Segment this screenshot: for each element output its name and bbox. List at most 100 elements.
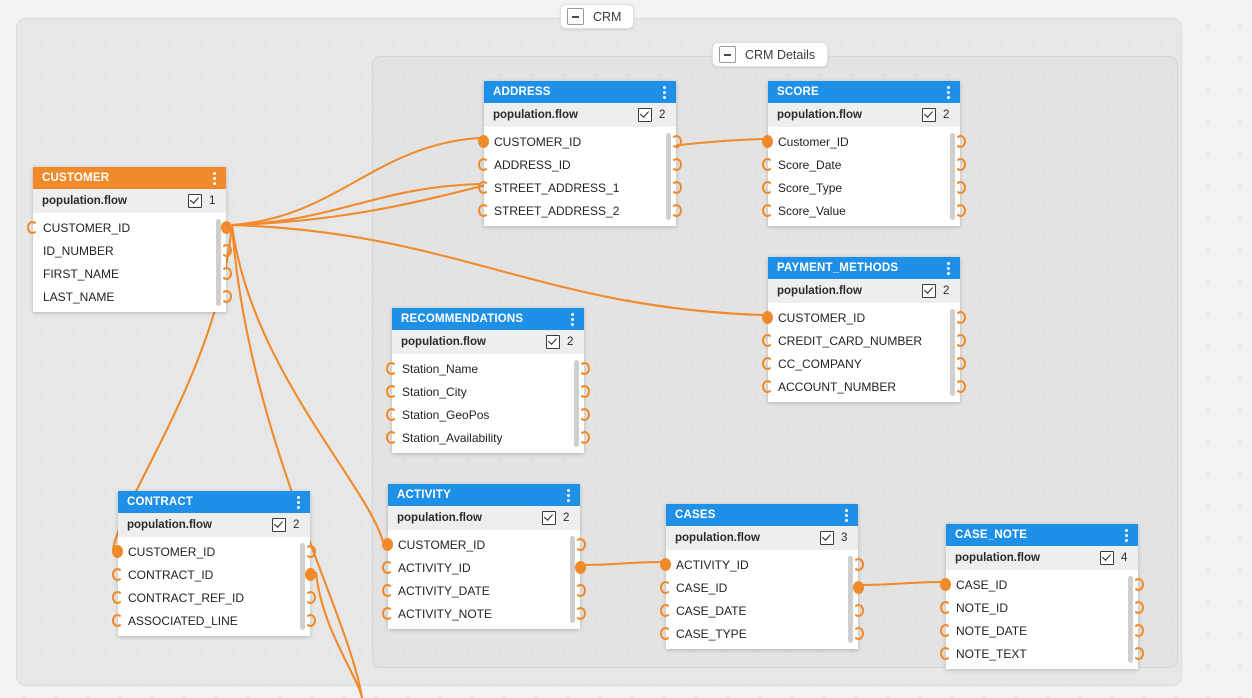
more-options-icon[interactable] — [840, 508, 852, 522]
table-field[interactable]: ACTIVITY_ID — [660, 553, 864, 576]
port-right-note_date[interactable] — [1133, 624, 1144, 637]
port-left-score_value[interactable] — [762, 204, 773, 217]
table-field[interactable]: ACTIVITY_DATE — [382, 579, 586, 602]
table-header-address[interactable]: ADDRESS — [484, 81, 676, 103]
port-left-case_id[interactable] — [660, 581, 671, 594]
port-right-station_availability[interactable] — [579, 431, 590, 444]
table-field[interactable]: CUSTOMER_ID — [112, 540, 316, 563]
port-left-customer_id[interactable] — [27, 221, 38, 234]
port-left-station_name[interactable] — [386, 362, 397, 375]
table-field[interactable]: CUSTOMER_ID — [762, 306, 966, 329]
table-field[interactable]: Station_Name — [386, 357, 590, 380]
minus-icon[interactable] — [719, 46, 736, 63]
port-right-customer_id[interactable] — [671, 135, 682, 148]
more-options-icon[interactable] — [942, 85, 954, 99]
table-field[interactable]: ASSOCIATED_LINE — [112, 609, 316, 632]
port-left-case_id[interactable] — [940, 578, 951, 591]
flow-checkbox[interactable] — [546, 335, 560, 349]
table-header-recommendations[interactable]: RECOMMENDATIONS — [392, 308, 584, 330]
port-left-activity_id[interactable] — [382, 561, 393, 574]
port-right-customer_id[interactable] — [305, 545, 316, 558]
port-right-associated_line[interactable] — [305, 614, 316, 627]
port-right-last_name[interactable] — [221, 290, 232, 303]
fields-scrollbar[interactable] — [848, 556, 853, 643]
fields-scrollbar[interactable] — [574, 360, 579, 447]
table-field[interactable]: ACCOUNT_NUMBER — [762, 375, 966, 398]
port-right-score_type[interactable] — [955, 181, 966, 194]
fields-scrollbar[interactable] — [570, 536, 575, 623]
fields-scrollbar[interactable] — [950, 309, 955, 396]
flow-checkbox[interactable] — [1100, 551, 1114, 565]
port-right-street_address_2[interactable] — [671, 204, 682, 217]
crm-details-group-label[interactable]: CRM Details — [712, 42, 829, 67]
table-field[interactable]: CUSTOMER_ID — [478, 130, 682, 153]
table-header-activity[interactable]: ACTIVITY — [388, 484, 580, 506]
port-right-customer_id[interactable] — [955, 311, 966, 324]
port-right-case_id[interactable] — [853, 581, 864, 594]
table-field[interactable]: Score_Type — [762, 176, 966, 199]
port-left-activity_note[interactable] — [382, 607, 393, 620]
table-field[interactable]: Score_Date — [762, 153, 966, 176]
minus-icon[interactable] — [567, 8, 584, 25]
port-right-cc_company[interactable] — [955, 357, 966, 370]
table-field[interactable]: CASE_TYPE — [660, 622, 864, 645]
table-field[interactable]: NOTE_DATE — [940, 619, 1144, 642]
more-options-icon[interactable] — [562, 488, 574, 502]
port-right-id_number[interactable] — [221, 244, 232, 257]
port-left-score_date[interactable] — [762, 158, 773, 171]
table-field[interactable]: CUSTOMER_ID — [27, 216, 232, 239]
flow-checkbox[interactable] — [820, 531, 834, 545]
table-field[interactable]: CC_COMPANY — [762, 352, 966, 375]
table-field[interactable]: ID_NUMBER — [33, 239, 232, 262]
port-right-credit_card_number[interactable] — [955, 334, 966, 347]
more-options-icon[interactable] — [208, 171, 220, 185]
port-right-customer_id[interactable] — [955, 135, 966, 148]
table-field[interactable]: Score_Value — [762, 199, 966, 222]
port-left-case_type[interactable] — [660, 627, 671, 640]
port-right-note_id[interactable] — [1133, 601, 1144, 614]
table-field[interactable]: STREET_ADDRESS_1 — [478, 176, 682, 199]
table-header-contract[interactable]: CONTRACT — [118, 491, 310, 513]
port-left-customer_id[interactable] — [762, 311, 773, 324]
port-left-note_date[interactable] — [940, 624, 951, 637]
port-left-contract_ref_id[interactable] — [112, 591, 123, 604]
port-right-customer_id[interactable] — [575, 538, 586, 551]
port-left-station_geopos[interactable] — [386, 408, 397, 421]
flow-checkbox[interactable] — [638, 108, 652, 122]
port-left-activity_id[interactable] — [660, 558, 671, 571]
table-field[interactable]: CASE_ID — [660, 576, 864, 599]
port-left-account_number[interactable] — [762, 380, 773, 393]
table-header-payment_methods[interactable]: PAYMENT_METHODS — [768, 257, 960, 279]
more-options-icon[interactable] — [942, 261, 954, 275]
port-right-station_geopos[interactable] — [579, 408, 590, 421]
crm-group-label[interactable]: CRM — [560, 4, 635, 29]
port-right-activity_id[interactable] — [853, 558, 864, 571]
table-header-score[interactable]: SCORE — [768, 81, 960, 103]
port-left-customer_id[interactable] — [762, 135, 773, 148]
port-left-customer_id[interactable] — [112, 545, 123, 558]
port-right-contract_ref_id[interactable] — [305, 591, 316, 604]
port-right-note_text[interactable] — [1133, 647, 1144, 660]
fields-scrollbar[interactable] — [666, 133, 671, 220]
table-header-case_note[interactable]: CASE_NOTE — [946, 524, 1138, 546]
table-field[interactable]: ADDRESS_ID — [478, 153, 682, 176]
flow-checkbox[interactable] — [188, 194, 202, 208]
port-right-case_id[interactable] — [1133, 578, 1144, 591]
more-options-icon[interactable] — [658, 85, 670, 99]
port-left-station_availability[interactable] — [386, 431, 397, 444]
port-right-score_date[interactable] — [955, 158, 966, 171]
flow-checkbox[interactable] — [542, 511, 556, 525]
table-field[interactable]: CONTRACT_ID — [112, 563, 316, 586]
flow-checkbox[interactable] — [922, 108, 936, 122]
port-left-credit_card_number[interactable] — [762, 334, 773, 347]
port-left-street_address_1[interactable] — [478, 181, 489, 194]
table-field[interactable]: Station_GeoPos — [386, 403, 590, 426]
port-left-score_type[interactable] — [762, 181, 773, 194]
port-left-note_text[interactable] — [940, 647, 951, 660]
fields-scrollbar[interactable] — [300, 543, 305, 630]
port-left-street_address_2[interactable] — [478, 204, 489, 217]
port-left-address_id[interactable] — [478, 158, 489, 171]
